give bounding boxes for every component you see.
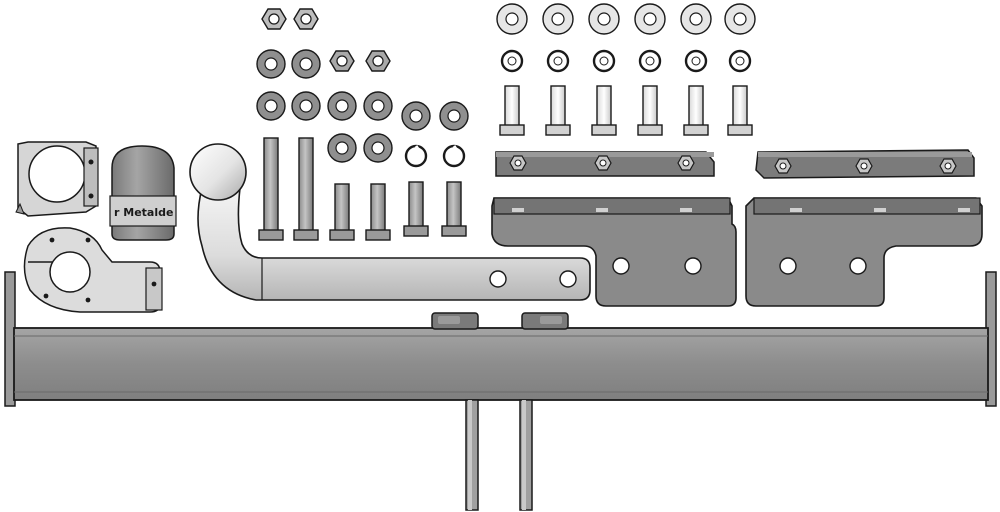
bolt-short	[329, 183, 355, 241]
nut-plate-right	[755, 149, 975, 179]
washer-group-right	[496, 3, 756, 35]
bolt-right	[591, 85, 617, 136]
bolt-short	[441, 181, 467, 237]
hex-nut	[261, 8, 287, 30]
bolt-long	[258, 137, 284, 241]
ball-cover-cap: r Metalde	[109, 145, 177, 241]
bolt-short	[403, 181, 429, 237]
bolt-long	[293, 137, 319, 241]
socket-bracket	[15, 141, 99, 217]
bolt-right	[683, 85, 709, 136]
hex-nut	[329, 50, 355, 72]
spring-washer-group-left	[404, 144, 466, 168]
mounting-bracket-right	[745, 197, 983, 307]
socket-plate	[23, 227, 163, 313]
side-strap-left	[465, 399, 479, 511]
mounting-bracket-left	[491, 197, 737, 307]
bolt-right	[637, 85, 663, 136]
side-strap-right	[519, 399, 533, 511]
tow-ball	[189, 143, 247, 201]
mount-block-right	[521, 312, 569, 330]
cover-brand-label: r Metalde	[114, 206, 173, 219]
bolt-right	[499, 85, 525, 136]
hex-nut	[365, 50, 391, 72]
spring-washer-group-right	[500, 49, 752, 73]
tow-ball-arm	[189, 143, 591, 301]
nut-plate-left	[495, 151, 715, 177]
hex-nut	[293, 8, 319, 30]
washer-group-left	[256, 49, 469, 163]
cross-beam	[4, 271, 997, 407]
bolt-short	[365, 183, 391, 241]
mount-block-left	[431, 312, 479, 330]
bolt-right	[545, 85, 571, 136]
bolt-right	[727, 85, 753, 136]
